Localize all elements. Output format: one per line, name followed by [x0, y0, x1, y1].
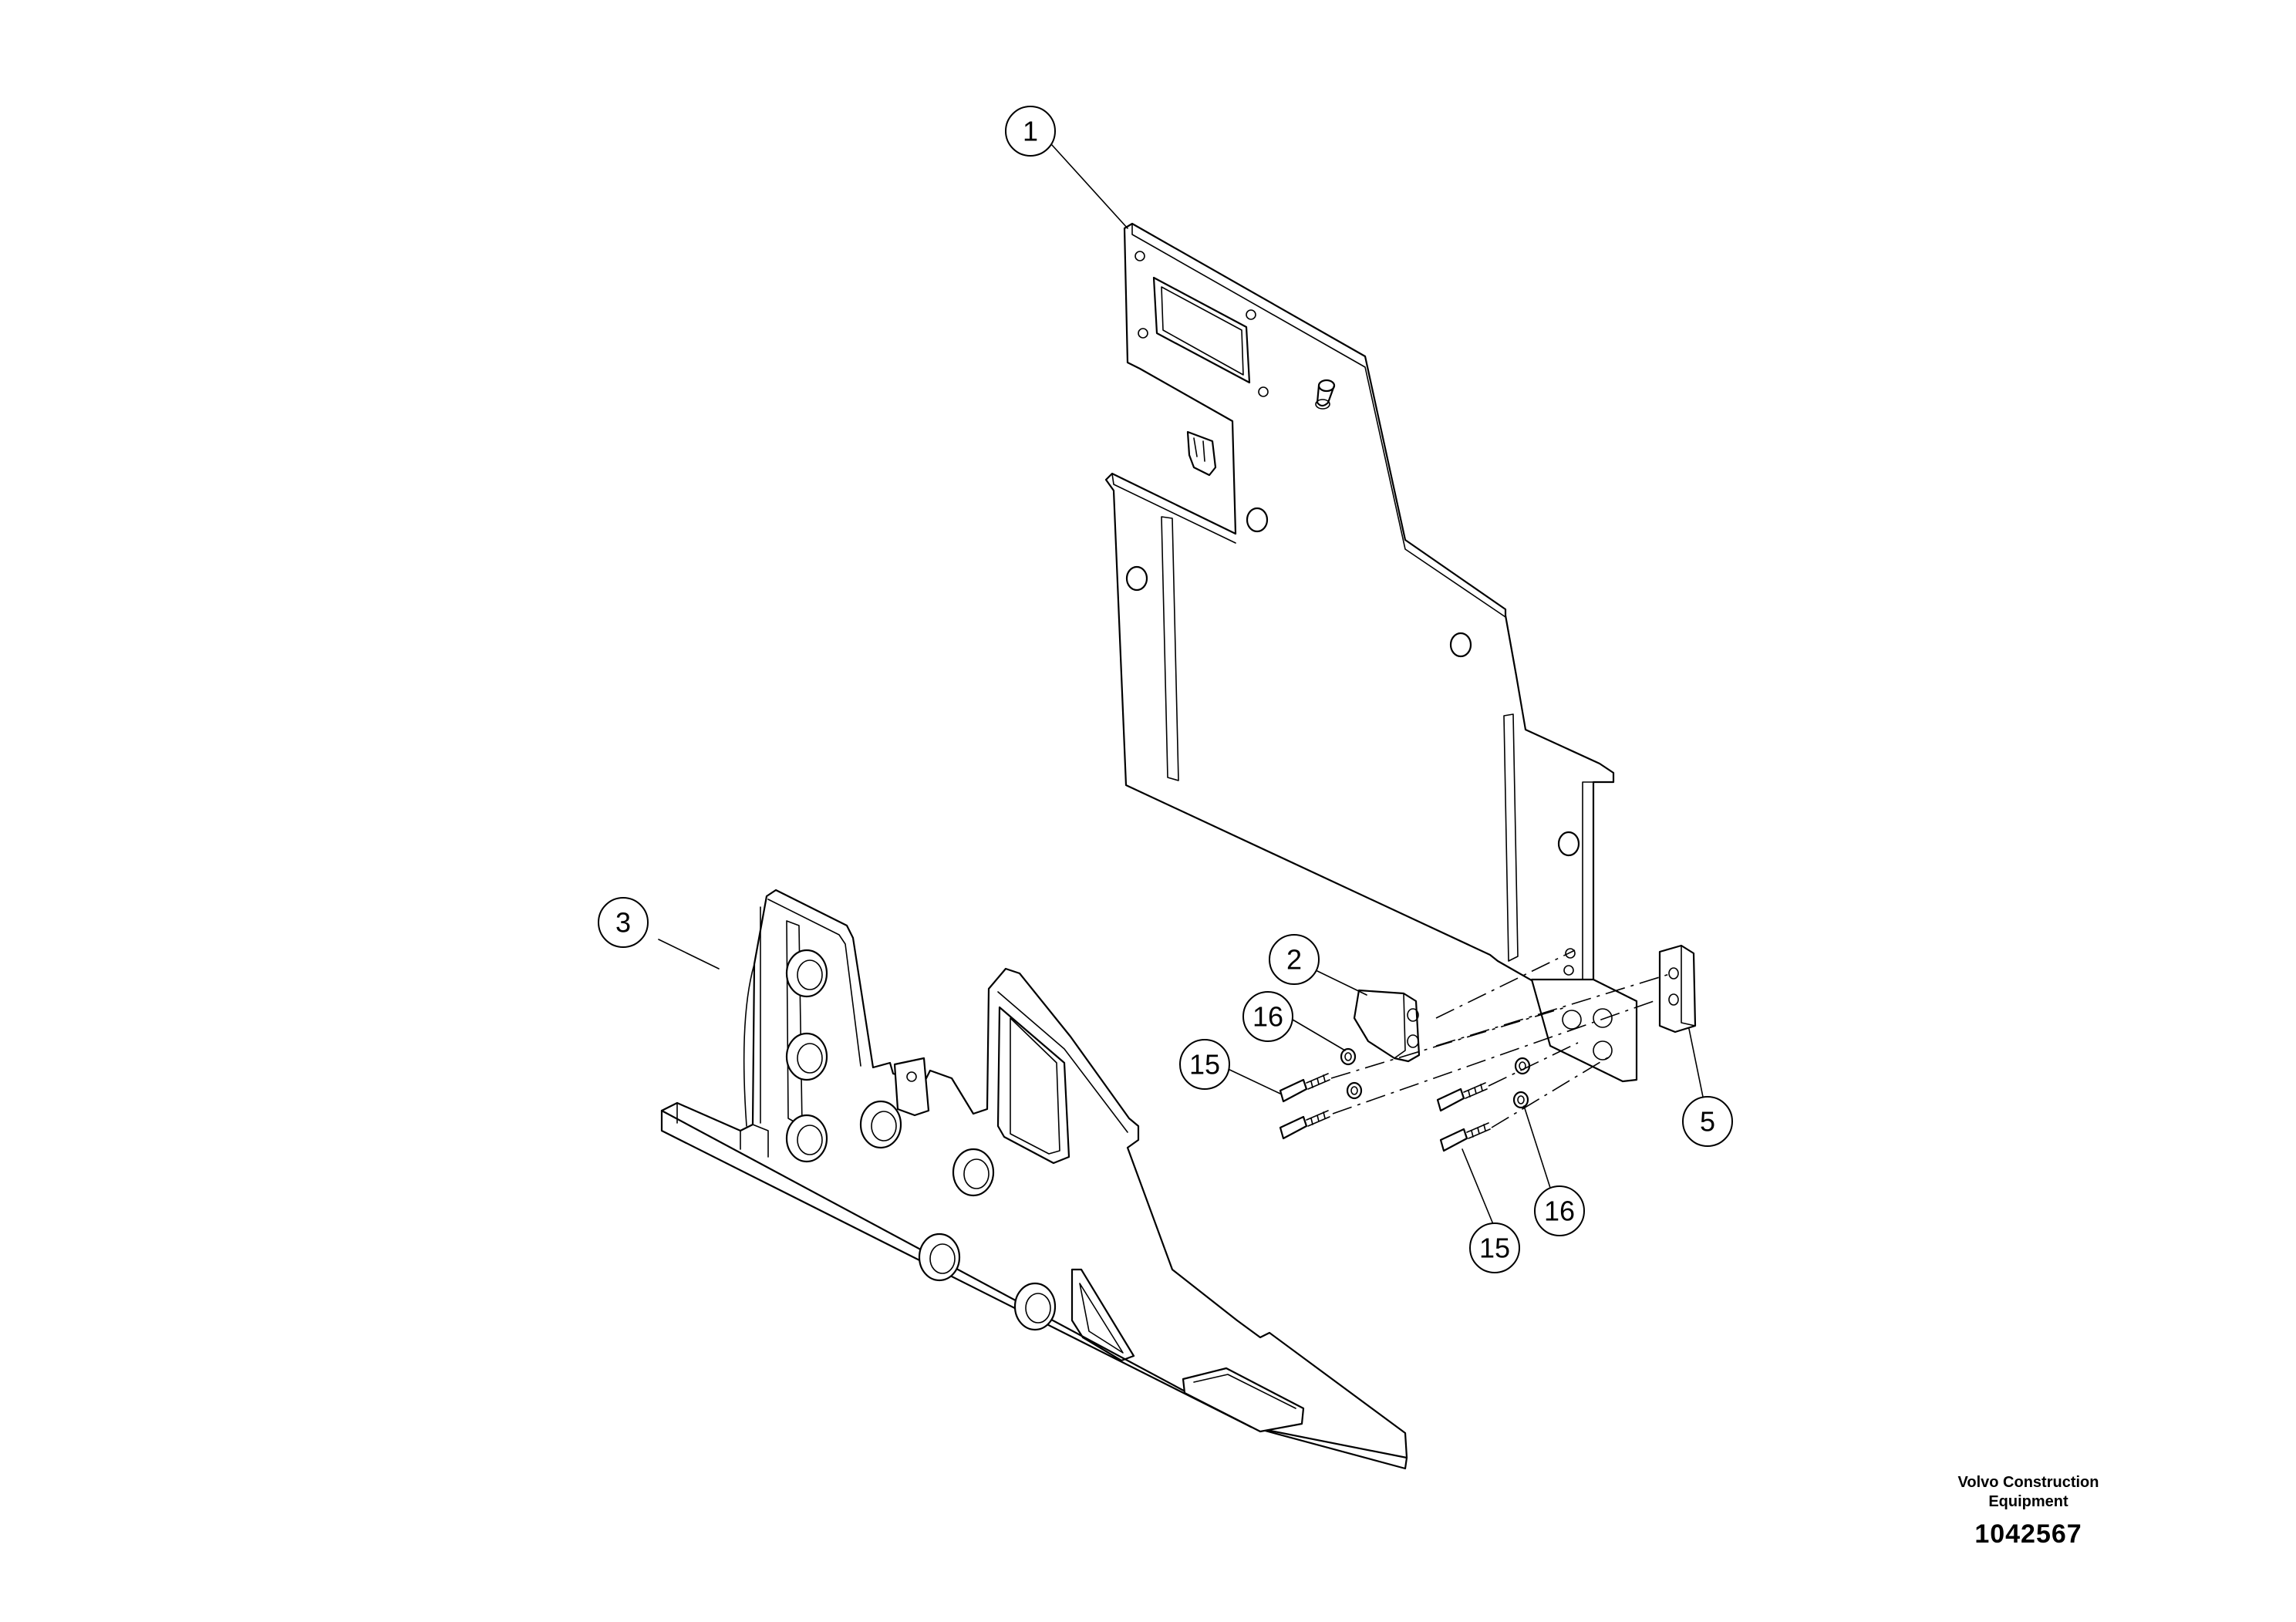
drawing-number: 1042567 [1974, 1519, 2082, 1549]
part-2-bracket [1353, 989, 1421, 1063]
callout-16-lower: 16 [1534, 1185, 1585, 1236]
callout-5: 5 [1682, 1096, 1733, 1147]
fasteners [1279, 1047, 1531, 1152]
manufacturer-line-1: Volvo Construction [1957, 1474, 2099, 1491]
callout-1-label: 1 [1023, 116, 1038, 147]
callout-3: 3 [598, 897, 649, 948]
callout-15-upper: 15 [1179, 1039, 1230, 1090]
callout-2-label: 2 [1286, 944, 1302, 976]
part-3-base-plate [660, 889, 1408, 1470]
part-1-side-panel [1104, 222, 1638, 1083]
callout-1: 1 [1005, 106, 1056, 157]
title-block: Volvo Construction Equipment 1042567 [1905, 1473, 2152, 1549]
callout-5-label: 5 [1700, 1106, 1715, 1138]
callout-15-lower: 15 [1469, 1222, 1520, 1273]
callout-15-upper-label: 15 [1189, 1049, 1220, 1081]
leader-lines [658, 144, 1704, 1229]
assembly-lines [1330, 949, 1673, 1128]
callout-3-label: 3 [615, 907, 631, 939]
part-5-clamp-plate [1658, 944, 1697, 1034]
callout-16-upper-label: 16 [1253, 1001, 1283, 1033]
callout-16-upper: 16 [1242, 991, 1293, 1042]
callout-16-lower-label: 16 [1544, 1195, 1575, 1227]
callout-2: 2 [1269, 934, 1320, 985]
callout-15-lower-label: 15 [1479, 1233, 1510, 1264]
manufacturer-line-2: Equipment [1988, 1493, 2068, 1510]
manufacturer-name: Volvo Construction Equipment [1905, 1473, 2152, 1512]
